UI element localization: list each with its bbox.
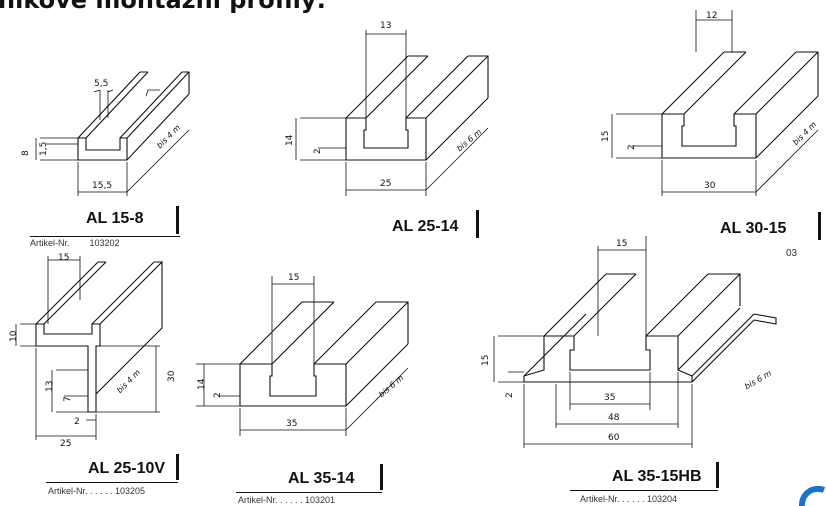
- al-25-10v-dim-width: 25: [60, 439, 71, 449]
- al-35-15hb-dim-w1: 35: [604, 393, 615, 403]
- al-35-15hb-dim-top: 15: [616, 239, 627, 249]
- article-al-25-10v: Artikel-Nr. . . . . . 103205: [48, 486, 146, 496]
- al-35-15hb-dim-length: bis 6 m: [743, 369, 773, 392]
- al-25-10v-dim-base: 2: [74, 417, 80, 427]
- al-35-14-dim-top: 15: [288, 273, 299, 283]
- al-35-15hb-dim-inner: 2: [505, 392, 515, 398]
- al-15-8-dim-width: 15,5: [92, 181, 112, 191]
- al-35-14-dim-length: bis 6 m: [377, 373, 405, 399]
- article-al-35-14: Artikel-Nr. . . . . . 103201: [238, 495, 336, 505]
- profile-al-25-14-drawing: [295, 30, 489, 196]
- al-25-14-dim-width: 25: [380, 179, 391, 189]
- label-al-15-8: AL 15-8: [86, 210, 144, 227]
- label-al-25-10v: AL 25-10V: [88, 460, 166, 477]
- profile-al-30-15-drawing: [611, 10, 819, 196]
- label-al-25-14: AL 25-14: [392, 218, 459, 235]
- al-25-14-dim-top: 13: [380, 21, 391, 31]
- al-30-15-dim-inner: 2: [627, 144, 637, 150]
- profile-al-35-15hb-drawing: [493, 236, 777, 448]
- al-35-15hb-dim-height: 15: [481, 355, 491, 366]
- al-35-14-dim-height: 14: [197, 378, 207, 390]
- al-15-8-dim-length: bis 4 m: [155, 123, 182, 150]
- al-25-10v-dim-mid: 13: [45, 381, 55, 392]
- label-al-35-14: AL 35-14: [288, 470, 355, 487]
- profile-al-35-14-drawing: [196, 276, 409, 436]
- al-25-10v-dim-length: bis 4 m: [115, 368, 142, 395]
- profile-al-15-8-drawing: [35, 71, 190, 196]
- al-25-10v-dim-inner: 7: [63, 396, 73, 402]
- al-30-15-dim-width: 30: [704, 181, 716, 191]
- al-35-14-dim-width: 35: [286, 419, 297, 429]
- al-15-8-dim-inner: 1,5: [39, 142, 49, 156]
- label-al-30-15: AL 30-15: [720, 220, 787, 237]
- profile-al-25-10v-drawing: [15, 256, 163, 440]
- brand-logo-icon: [798, 486, 826, 506]
- al-35-15hb-dim-w3: 60: [608, 433, 620, 443]
- al-35-14-dim-inner: 2: [213, 392, 223, 398]
- article-al-15-8: Artikel-Nr. 103202: [30, 238, 120, 246]
- al-35-15hb-dim-w2: 48: [608, 413, 620, 423]
- al-15-8-dim-top: 5,5: [94, 79, 108, 89]
- page-title: nikové montážní profily:: [0, 0, 327, 14]
- al-25-10v-dim-height-total: 30: [167, 370, 177, 382]
- article-al-30-15-fragment: 03: [786, 248, 798, 259]
- label-al-35-15hb: AL 35-15HB: [612, 468, 702, 485]
- al-25-10v-dim-height-top: 10: [9, 330, 19, 342]
- article-al-35-15hb: Artikel-Nr. . . . . . 103204: [580, 494, 678, 504]
- al-25-10v-dim-top: 15: [58, 253, 69, 263]
- al-15-8-dim-height: 8: [21, 150, 31, 156]
- al-25-14-dim-height: 14: [285, 134, 295, 146]
- al-30-15-dim-height: 15: [601, 131, 611, 142]
- al-25-14-dim-inner: 2: [313, 148, 323, 154]
- al-30-15-dim-top: 12: [706, 11, 717, 21]
- al-25-14-dim-length: bis 6 m: [455, 127, 483, 153]
